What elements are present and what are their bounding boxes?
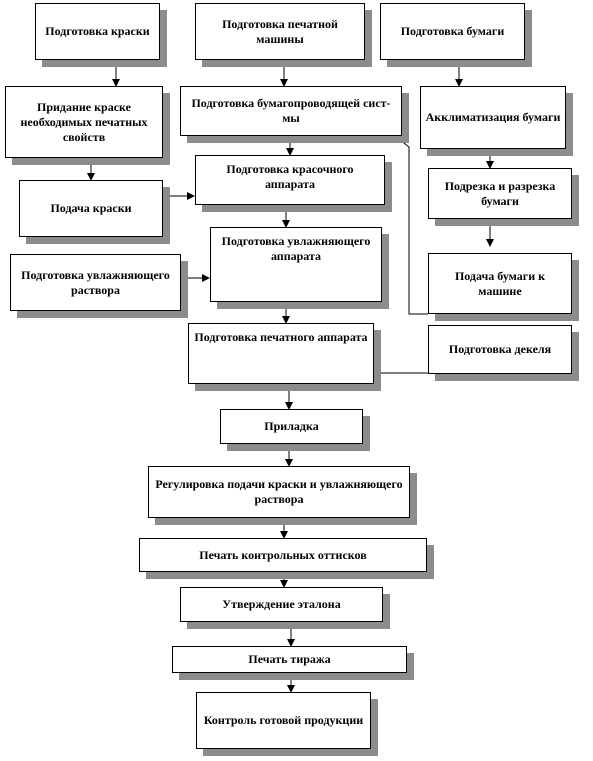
node-prep-dampening-solution: Подготовка увлажняющего раствора [10, 254, 181, 311]
node-makeready-label: Приладка [264, 419, 319, 433]
node-prep-printing-unit-label: Подготовка печатного аппарата [194, 330, 368, 344]
node-prep-press: Подготовка печатной машины [195, 3, 365, 60]
node-prep-blanket: Подготовка декеля [428, 325, 572, 374]
node-prep-inking-unit: Подготовка красочного аппарата [195, 155, 385, 205]
node-ink-dampening-adjust-label: Регулировка подачи краски и увлажняющего… [155, 477, 403, 506]
node-prep-dampening-unit: Подготовка увлажняющего аппарата [210, 227, 382, 302]
arrow-paper-feed-to-paper-path [394, 135, 428, 315]
node-paper-acclimatization: Акклиматизация бумаги [420, 86, 566, 149]
node-paper-cutting: Подрезка и разрезка бумаги [428, 168, 572, 219]
node-paper-feed: Подача бумаги к машине [428, 253, 572, 314]
node-ink-feed-label: Подача краски [50, 201, 132, 215]
node-approve-standard-label: Утверждение эталона [222, 597, 341, 611]
node-paper-cutting-label: Подрезка и разрезка бумаги [444, 178, 556, 208]
node-quality-control-label: Контроль готовой продукции [203, 713, 364, 727]
node-quality-control: Контроль готовой продукции [196, 692, 371, 749]
node-prep-press-label: Подготовка печатной машины [222, 16, 338, 46]
node-print-run-label: Печать тиража [248, 652, 331, 666]
node-proof-print: Печать контрольных оттисков [139, 538, 427, 572]
node-prep-paper: Подготовка бумаги [380, 3, 525, 60]
node-print-run: Печать тиража [172, 646, 407, 673]
node-prep-dampening-unit-label: Подготовка увлажняющего аппарата [221, 234, 371, 263]
node-ink-properties-label: Придание краске необходимых печатных сво… [20, 99, 148, 144]
node-prep-paper-label: Подготовка бумаги [400, 24, 505, 38]
node-prep-ink: Подготовка краски [35, 3, 160, 60]
node-makeready: Приладка [220, 409, 363, 444]
node-paper-acclimatization-label: Акклиматизация бумаги [425, 110, 561, 124]
node-approve-standard: Утверждение эталона [180, 587, 383, 622]
node-proof-print-label: Печать контрольных оттисков [199, 547, 367, 562]
node-prep-dampening-solution-label: Подготовка увлажняющего раствора [21, 267, 170, 297]
node-prep-printing-unit: Подготовка печатного аппарата [188, 323, 374, 384]
node-ink-properties: Придание краске необходимых печатных сво… [5, 86, 163, 158]
node-ink-dampening-adjust: Регулировка подачи краски и увлажняющего… [148, 466, 410, 518]
node-prep-ink-label: Подготовка краски [45, 24, 150, 38]
node-paper-feed-label: Подача бумаги к машине [454, 268, 546, 298]
node-prep-paper-path-label: Подготовка бумагопроводящей сист-мы [191, 96, 391, 125]
node-prep-paper-path: Подготовка бумагопроводящей сист-мы [180, 86, 402, 136]
node-prep-inking-unit-label: Подготовка красочного аппарата [226, 162, 354, 191]
node-ink-feed: Подача краски [19, 180, 163, 237]
node-prep-blanket-label: Подготовка декеля [448, 342, 552, 356]
